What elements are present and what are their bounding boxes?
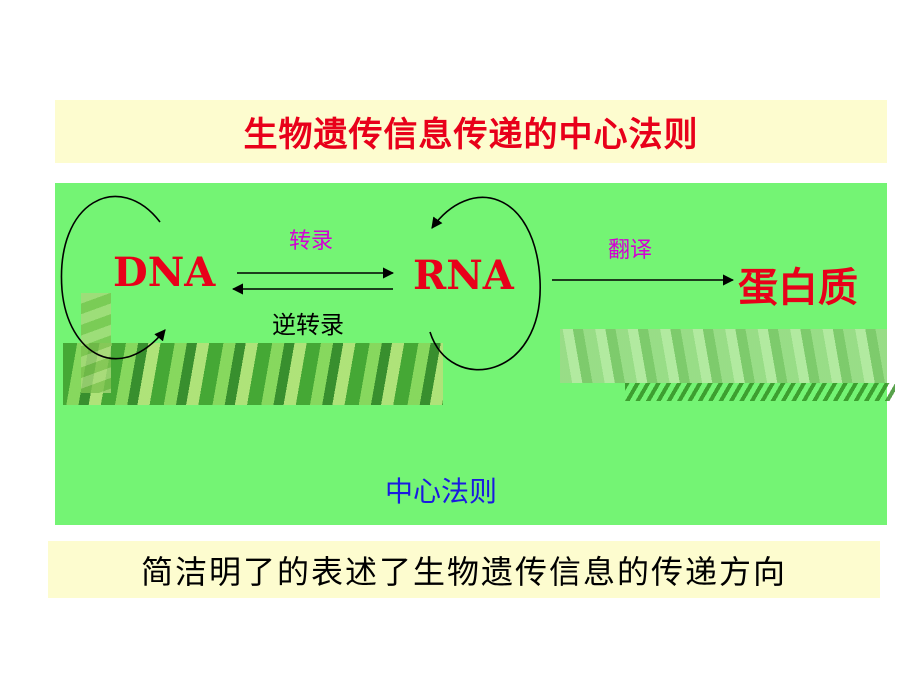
rna-node: RNA	[413, 252, 514, 299]
reverse-transcription-label: 逆转录	[272, 311, 344, 339]
transcription-label: 转录	[289, 229, 334, 254]
fern-decoration	[625, 383, 895, 401]
caption-banner: 简洁明了的表述了生物遗传信息的传递方向	[48, 541, 880, 598]
diagram-panel	[55, 183, 895, 525]
caption-text: 简洁明了的表述了生物遗传信息的传递方向	[140, 552, 787, 591]
foliage-decoration-left	[63, 343, 443, 405]
translation-label: 翻译	[608, 238, 653, 263]
diagram-title: 生物遗传信息传递的中心法则	[243, 115, 699, 155]
foliage-decoration-top	[81, 293, 111, 393]
central-dogma-label: 中心法则	[385, 475, 498, 508]
foliage-decoration-right	[560, 329, 887, 383]
protein-node: 蛋白质	[738, 265, 858, 311]
dna-node: DNA	[113, 249, 216, 296]
dna-replication-arrow	[60, 195, 166, 360]
rna-replication-arrow	[429, 196, 541, 371]
title-banner: 生物遗传信息传递的中心法则	[55, 100, 887, 163]
